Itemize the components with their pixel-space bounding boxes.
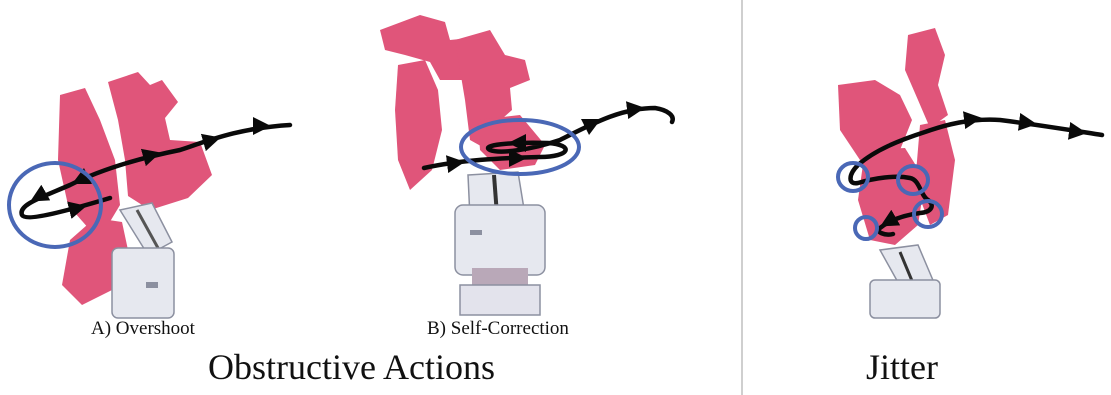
panel-a-overshoot: [9, 72, 290, 318]
caption-obstructive-actions: Obstructive Actions: [208, 346, 495, 388]
robot-gripper-icon: [870, 245, 940, 318]
robot-gripper-icon: [112, 203, 174, 318]
robot-gripper-icon: [455, 172, 545, 315]
pink-object-icon: [838, 28, 955, 245]
panel-b-self-correction: [380, 15, 673, 315]
trajectory-path: [424, 108, 673, 168]
panel-c-jitter: [838, 28, 1102, 318]
caption-self-correction: B) Self-Correction: [427, 318, 569, 340]
caption-overshoot: A) Overshoot: [91, 318, 195, 340]
caption-jitter: Jitter: [866, 346, 938, 388]
